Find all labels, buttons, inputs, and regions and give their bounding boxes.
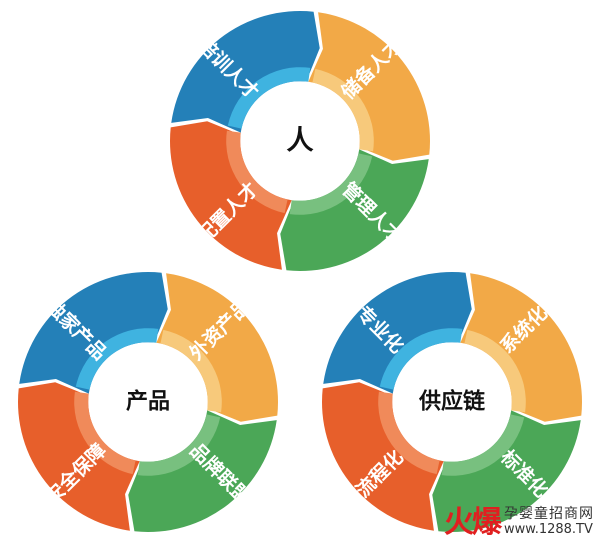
segment-inner-band-product-0 [75,328,159,390]
segment-supply-2 [432,410,581,532]
segment-supply-1 [460,273,582,422]
segment-supply-3 [322,382,444,531]
watermark-logo: 火爆 [444,505,502,540]
segment-inner-band-people-1 [312,68,374,152]
segment-inner-band-supply-0 [379,328,463,390]
segment-inner-band-people-0 [227,67,311,129]
watermark-site-name: 孕婴童招商网 [504,506,594,522]
segment-product-1 [156,273,278,422]
segment-product-3 [17,382,140,531]
cycle-people: 人培训人才储备人才管理人才配置人才 [170,10,430,271]
hub-supply [393,343,511,461]
watermark: 火爆 孕婴童招商网 www.1288.TV [444,506,594,538]
watermark-url: www.1288.TV [504,522,593,537]
cycle-supply: 供应链专业化系统化标准化流程化 [322,272,582,532]
segment-people-2 [280,149,429,271]
hub-product [89,343,207,461]
hub-label-supply: 供应链 [418,389,485,415]
segment-product-2 [128,410,277,532]
segment-people-0 [171,10,320,133]
segment-inner-band-people-3 [226,130,288,214]
segment-inner-band-supply-2 [441,414,525,476]
watermark-text: 孕婴童招商网 www.1288.TV [504,506,594,538]
hub-label-people: 人 [287,126,314,157]
segment-people-1 [308,12,430,161]
segment-product-0 [19,272,168,394]
hub-label-product: 产品 [126,390,170,415]
segment-inner-band-product-1 [160,329,222,413]
segment-inner-band-product-2 [137,414,221,476]
segment-inner-band-people-2 [289,153,373,215]
segment-inner-band-supply-1 [464,329,526,413]
segment-inner-band-product-3 [74,391,136,475]
segment-inner-band-supply-3 [378,391,440,475]
hub-people [241,82,359,200]
segment-supply-0 [323,272,472,394]
segment-people-3 [170,121,292,270]
cycle-product: 产品独家产品外资产品品牌联盟安全保障 [17,272,278,532]
